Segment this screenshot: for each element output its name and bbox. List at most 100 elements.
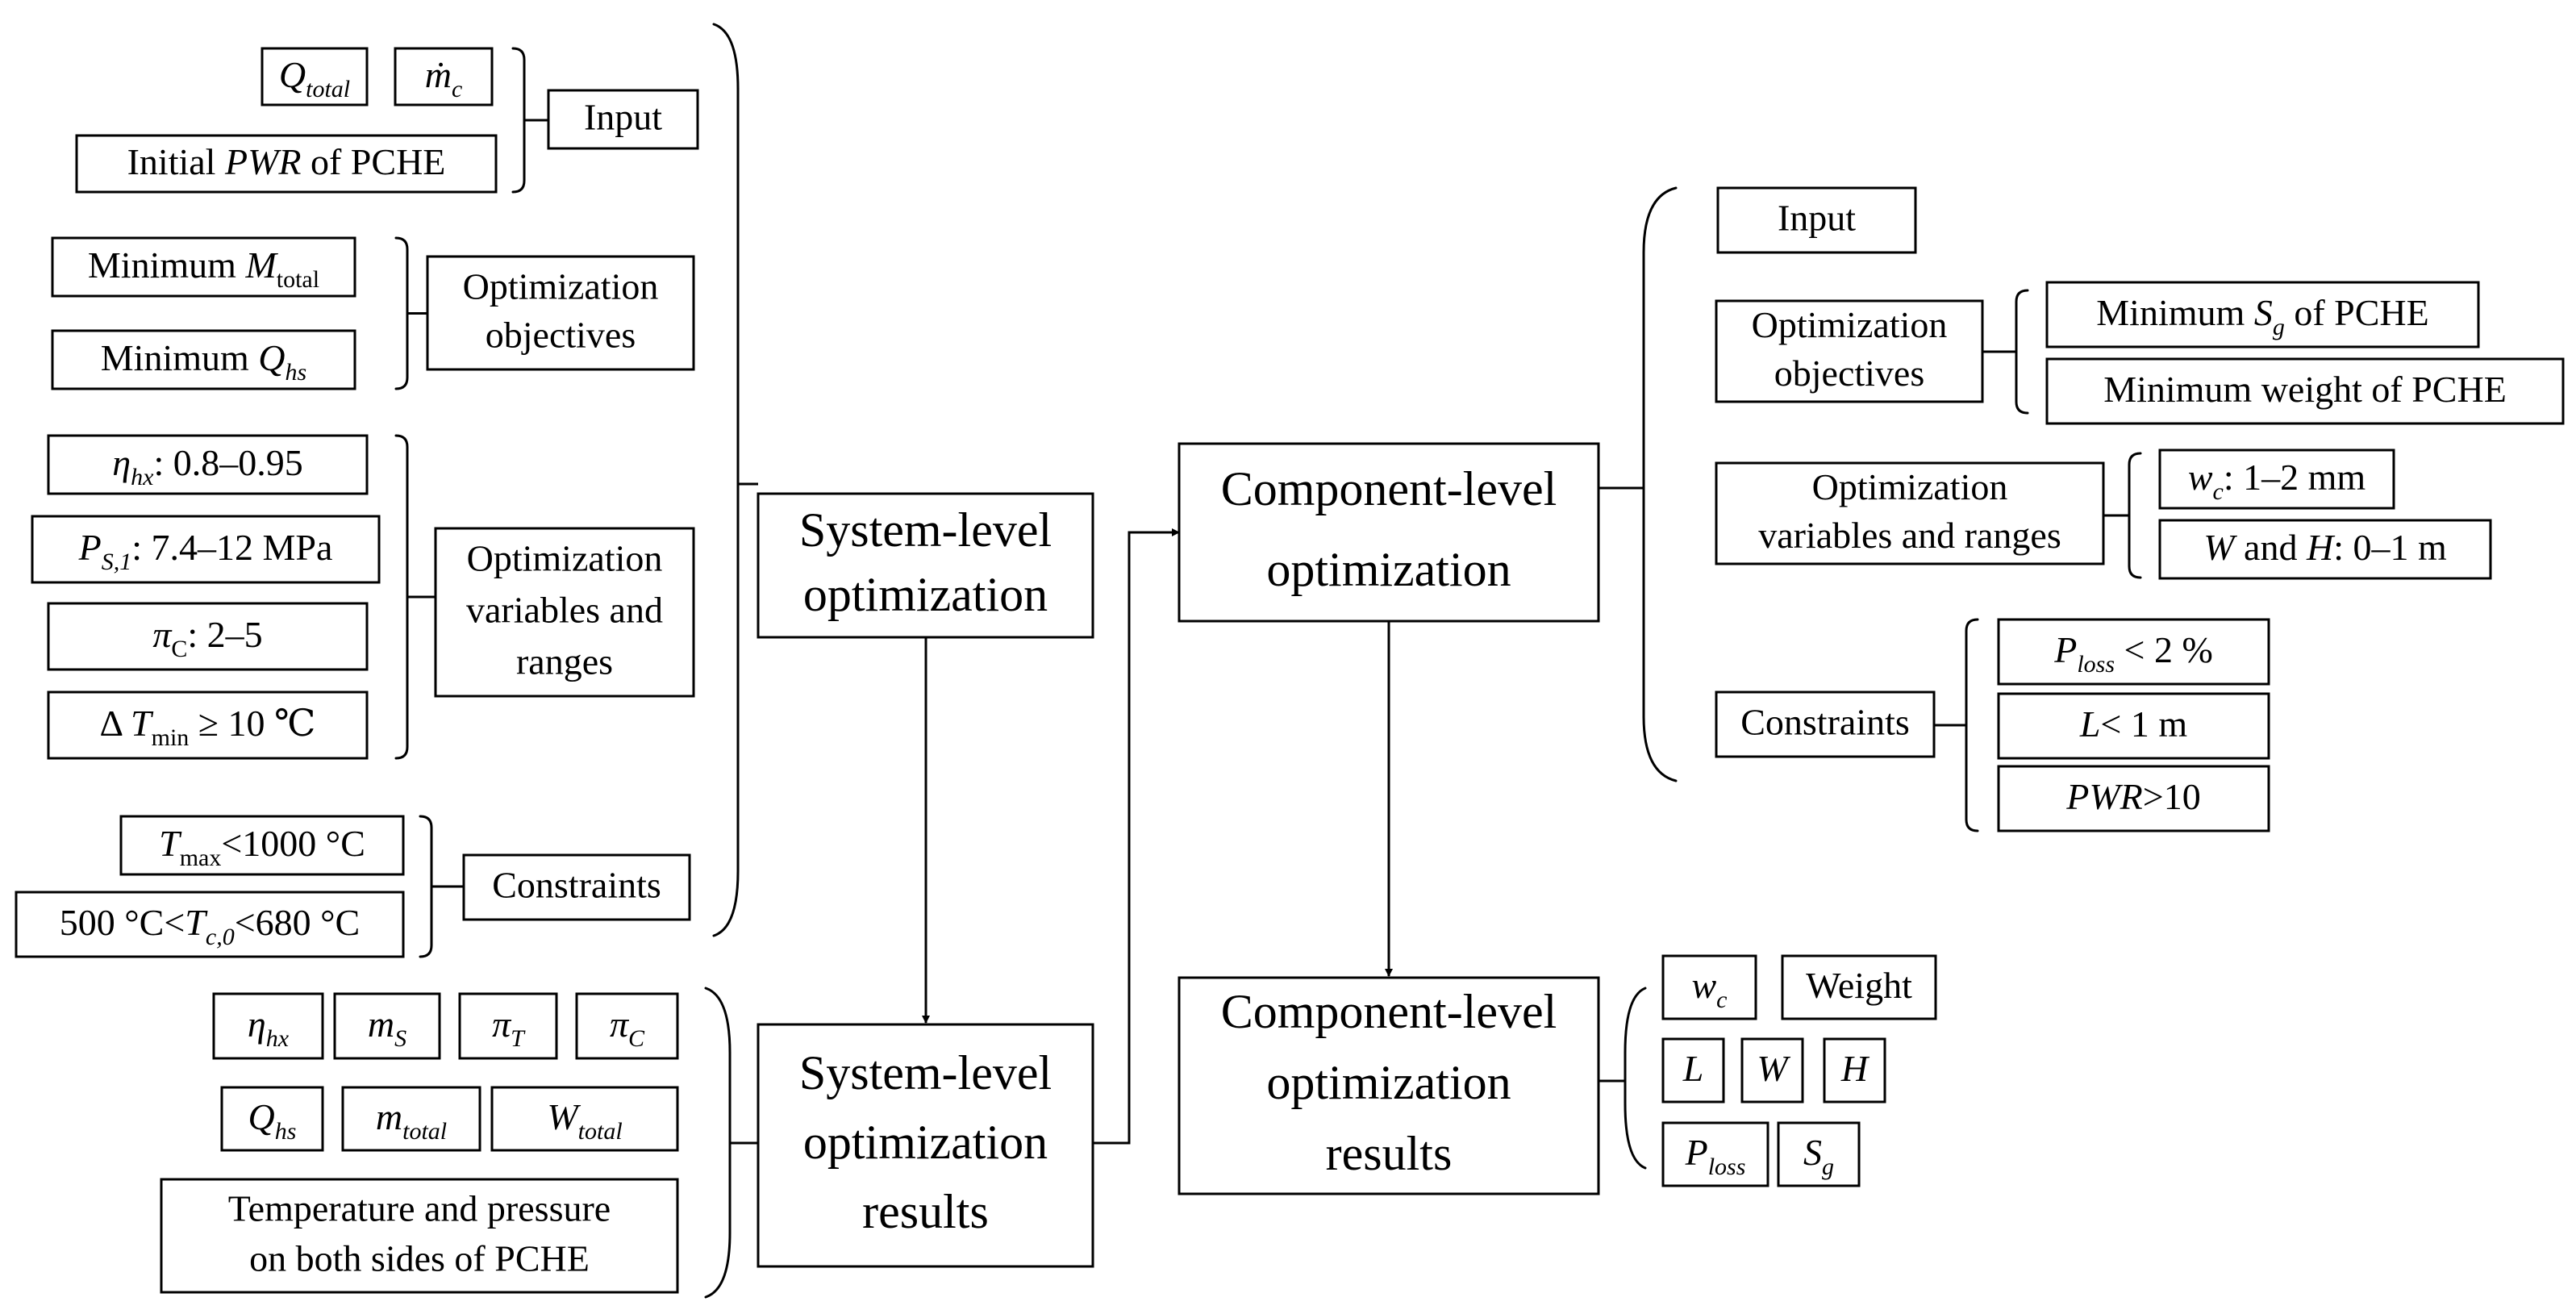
- system-level-optimization-box-line: System-level: [799, 503, 1052, 557]
- component-variables-bracket: [2103, 452, 2142, 579]
- variable-delta-t-min-frame: [47, 690, 369, 760]
- component-constraint-l-text: L< 1 m: [2079, 703, 2188, 745]
- result-eta-hx: ηhx: [212, 992, 324, 1060]
- component-result-s-g-frame: [1777, 1121, 1861, 1187]
- system-level-results-box-line: results: [862, 1185, 989, 1238]
- constraints-bracket: [419, 815, 464, 958]
- variable-delta-t-min-text: Δ Tmin ≥ 10 ℃: [99, 703, 315, 752]
- constraints-label-box-frame: [462, 853, 691, 921]
- component-constraints-label-box: Constraints: [1715, 690, 1936, 758]
- component-variable-w-c-frame: [2158, 448, 2395, 510]
- component-result-weight-text: Weight: [1806, 965, 1912, 1006]
- result-m-s: mS: [333, 992, 441, 1060]
- objective-min-m-total: Minimum Mtotal: [51, 236, 356, 298]
- constraint-t-c0-text: 500 °C<Tc,0<680 °C: [60, 902, 360, 951]
- component-variables-label-box-line: Optimization: [1812, 466, 2008, 507]
- objectives-label-box-frame: [426, 255, 695, 371]
- component-result-w-c-text: wc: [1691, 965, 1727, 1014]
- result-pi-c-text: πC: [610, 1003, 645, 1053]
- constraint-t-max-text: Tmax<1000 °C: [159, 823, 365, 872]
- constraints-label-box-line: Constraints: [492, 865, 661, 906]
- input-item-q-total: Qtotal: [261, 47, 369, 106]
- component-result-s-g: Sg: [1777, 1121, 1861, 1187]
- component-result-w-c: wc: [1661, 954, 1757, 1020]
- component-result-l-text: L: [1682, 1048, 1704, 1089]
- input-label-box-frame: [547, 89, 699, 150]
- component-level-results-box-frame: [1178, 976, 1600, 1195]
- result-m-s-frame: [333, 992, 441, 1060]
- component-constraints-label-box-line: Constraints: [1740, 702, 1910, 743]
- component-variable-w-h: W and H: 0–1 m: [2158, 519, 2492, 580]
- component-input-box: Input: [1716, 186, 1917, 254]
- result-m-total: mtotal: [341, 1086, 481, 1152]
- objectives-label-box: Optimization objectives: [426, 255, 695, 371]
- input-item-initial-pwr-text: Initial PWR of PCHE: [127, 141, 446, 182]
- result-q-hs: Qhs: [220, 1086, 324, 1152]
- constraint-t-max-frame: [119, 815, 405, 876]
- system-level-optimization-box-frame: [757, 492, 1094, 639]
- component-objective-min-sg: Minimum Sg of PCHE: [2045, 281, 2480, 348]
- result-m-total-text: mtotal: [376, 1096, 447, 1145]
- result-m-total-frame: [341, 1086, 481, 1152]
- system-results-brace: [704, 987, 732, 1299]
- component-constraint-pwr-text: PWR>10: [2065, 776, 2200, 817]
- component-constraints-bracket: [1934, 618, 1979, 832]
- input-item-m-c-frame: [394, 47, 494, 106]
- result-pi-t: πT: [458, 992, 558, 1060]
- objectives-bracket: [394, 236, 427, 390]
- component-result-l-frame: [1661, 1037, 1725, 1103]
- component-objectives-bracket: [1982, 289, 2029, 415]
- component-variables-label-box: Optimization variables and ranges: [1715, 461, 2105, 565]
- component-objective-min-weight: Minimum weight of PCHE: [2045, 357, 2565, 425]
- component-variables-label-box-line: variables and ranges: [1758, 515, 2061, 556]
- objective-min-m-total-text: Minimum Mtotal: [88, 244, 319, 294]
- result-w-total-text: Wtotal: [547, 1096, 622, 1145]
- result-eta-hx-text: ηhx: [248, 1003, 290, 1053]
- component-result-p-loss-frame: [1661, 1121, 1769, 1187]
- component-result-p-loss: Ploss: [1661, 1121, 1769, 1187]
- result-m-s-text: mS: [368, 1003, 406, 1053]
- input-label-box-line: Input: [584, 97, 662, 138]
- result-q-hs-frame: [220, 1086, 324, 1152]
- variable-eta-hx-text: ηhx: 0.8–0.95: [112, 442, 302, 491]
- result-eta-hx-frame: [212, 992, 324, 1060]
- result-temperature-pressure-frame: [160, 1178, 679, 1294]
- component-input-box-line: Input: [1778, 198, 1856, 239]
- input-item-q-total-text: Qtotal: [279, 54, 350, 103]
- component-level-optimization-box-line: optimization: [1266, 543, 1511, 596]
- component-result-w-text: W: [1757, 1048, 1790, 1089]
- component-level-results-box-line: Component-level: [1221, 985, 1557, 1038]
- input-item-m-c-text: ṁc: [425, 54, 463, 103]
- component-results-brace: [1624, 987, 1647, 1170]
- variable-eta-hx-frame: [47, 434, 369, 495]
- input-item-initial-pwr-frame: [75, 134, 498, 194]
- variable-p-s1: PS,1: 7.4–12 MPa: [31, 515, 381, 584]
- variables-label-box-line: variables and: [466, 590, 663, 631]
- result-pi-t-frame: [458, 992, 558, 1060]
- result-pi-t-text: πT: [492, 1003, 526, 1053]
- component-constraint-p-loss-text: Ploss < 2 %: [2053, 629, 2213, 678]
- objective-min-q-hs-frame: [51, 329, 356, 390]
- input-label-box: Input: [547, 89, 699, 150]
- result-w-total-frame: [490, 1086, 679, 1152]
- constraint-t-c0: 500 °C<Tc,0<680 °C: [15, 891, 405, 958]
- component-result-w-c-frame: [1661, 954, 1757, 1020]
- component-objective-min-weight-text: Minimum weight of PCHE: [2103, 369, 2507, 410]
- component-level-results-box-line: results: [1326, 1127, 1453, 1180]
- component-objective-min-sg-text: Minimum Sg of PCHE: [2096, 292, 2428, 341]
- variables-label-box-line: ranges: [516, 641, 613, 682]
- result-temperature-pressure-line: Temperature and pressure: [228, 1188, 611, 1229]
- objective-min-q-hs-text: Minimum Qhs: [101, 337, 306, 386]
- objective-min-m-total-frame: [51, 236, 356, 298]
- constraint-t-c0-frame: [15, 891, 405, 958]
- component-constraints-label-box-frame: [1715, 690, 1936, 758]
- objectives-label-box-line: Optimization: [463, 266, 659, 307]
- objectives-label-box-line: objectives: [486, 315, 636, 356]
- system-level-optimization-box-line: optimization: [803, 568, 1048, 621]
- input-item-m-c: ṁc: [394, 47, 494, 106]
